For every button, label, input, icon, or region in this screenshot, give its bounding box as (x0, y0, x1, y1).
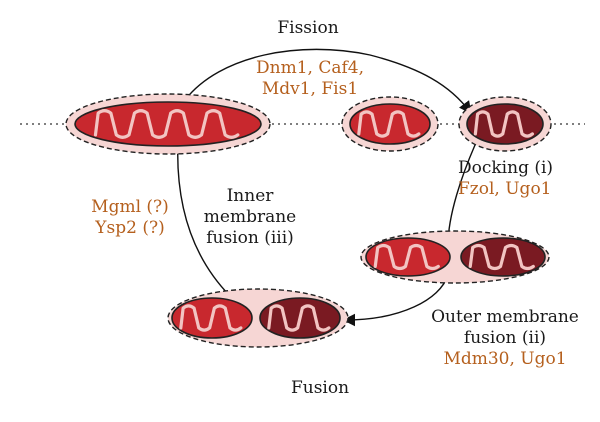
outer-fusion-label-line-2: fusion (ii) (463, 328, 547, 348)
inner-fusion-label-line-2: membrane (203, 207, 297, 227)
mitochondrion-icon (365, 237, 451, 277)
fission-arrow (184, 48, 472, 115)
inner-fusion-proteins-line-2: Ysp2 (?) (95, 218, 165, 238)
fission-proteins-line-1: Dnm1, Caf4, (256, 58, 364, 78)
mitochondrion-icon (460, 237, 546, 277)
fission-proteins-line-2: Mdv1, Fis1 (261, 79, 359, 99)
fission-title: Fission (277, 18, 339, 38)
mitochondrion-icon (466, 103, 544, 145)
outer-fusion-proteins: Mdm30, Ugo1 (443, 349, 567, 369)
outer-fusion-label-line-1: Outer membrane (431, 307, 579, 327)
inner-fusion-label-line-3: fusion (iii) (206, 228, 294, 248)
fusion-title: Fusion (290, 378, 350, 398)
mitochondrion-icon (171, 297, 253, 339)
mitochondrion-icon (259, 297, 341, 339)
inner-fusion-arrow (171, 137, 231, 297)
docking-title: Docking (i) (458, 158, 554, 178)
docking-proteins: Fzol, Ugo1 (458, 179, 552, 199)
mitochondrion-icon (74, 101, 262, 147)
inner-fusion-proteins-line-1: Mgml (?) (91, 197, 169, 217)
inner-fusion-label-line-1: Inner (226, 186, 274, 206)
mitochondrion-icon (349, 103, 431, 145)
